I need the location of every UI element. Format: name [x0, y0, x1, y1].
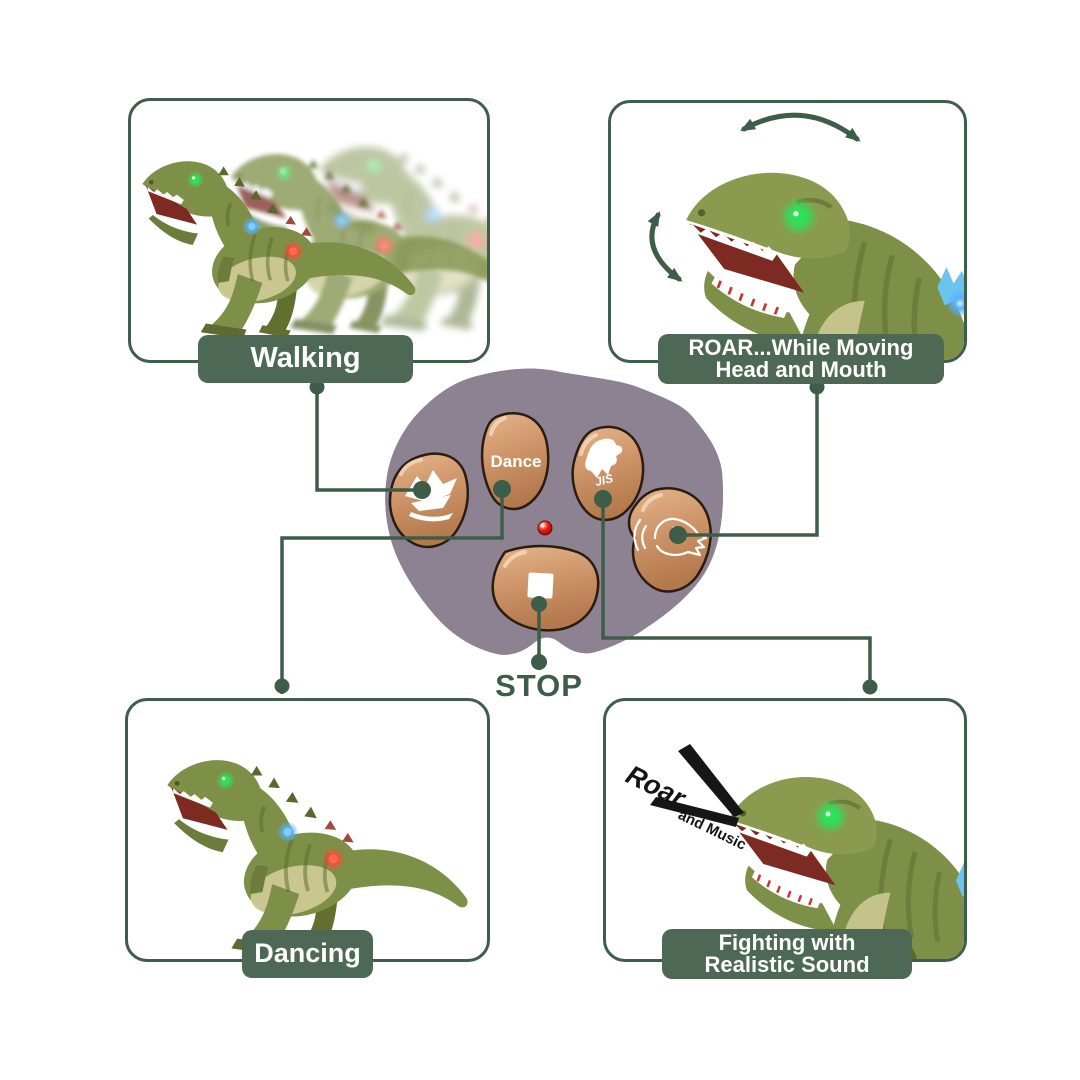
stop-label: STOP [495, 668, 583, 703]
power-led [537, 520, 553, 536]
power-led-highlight [540, 523, 545, 528]
fighting-badge-line1: Fighting with [718, 929, 856, 955]
rock-remote: Dance JIS [385, 368, 723, 655]
dancing-badge-label: Dancing [254, 938, 361, 969]
fighting-badge-line2: Realistic Sound [704, 952, 870, 977]
roar-badge-line2: Head and Mouth [715, 357, 887, 382]
panel-dancing [125, 698, 490, 962]
roar-badge: ROAR...While Moving Head and Mouth [658, 334, 944, 384]
connector-dot [862, 679, 878, 695]
mouth-open-arrow-icon [647, 211, 683, 282]
dance-button-label: Dance [490, 452, 541, 471]
walking-badge-label: Walking [250, 342, 361, 375]
dancing-dino-photo [165, 758, 470, 958]
roaring-dino-head [686, 173, 964, 360]
panel-walking [128, 98, 490, 363]
fight-button-label: JIS [594, 471, 615, 489]
head-swivel-arrow-icon [740, 112, 861, 142]
dance-button[interactable]: Dance [480, 412, 550, 511]
panel-fighting: Roar and Music [603, 698, 967, 962]
stop-square-icon [527, 572, 554, 599]
panel-roar [608, 100, 967, 363]
sound-wave-wedge-icon [678, 744, 744, 817]
dancing-badge: Dancing [242, 930, 373, 978]
dancing-dino-icon [585, 438, 623, 478]
dancing-dino [165, 758, 470, 958]
remote-control: Dance JIS [355, 362, 735, 672]
walking-dino-photo [140, 144, 487, 341]
stop-button[interactable] [491, 544, 600, 632]
fight-button[interactable]: JIS [571, 425, 645, 521]
sound-wave-wedge-icon [650, 797, 739, 827]
connector-dot [274, 678, 290, 694]
fighting-badge: Fighting with Realistic Sound [662, 929, 912, 979]
walking-badge: Walking [198, 335, 413, 383]
roar-badge-line1: ROAR...While Moving [688, 334, 914, 360]
fighting-dino-photo: Roar and Music [621, 744, 964, 959]
roar-button[interactable] [627, 487, 712, 593]
walk-button[interactable] [388, 452, 469, 549]
roaring-dino-photo [647, 112, 964, 360]
